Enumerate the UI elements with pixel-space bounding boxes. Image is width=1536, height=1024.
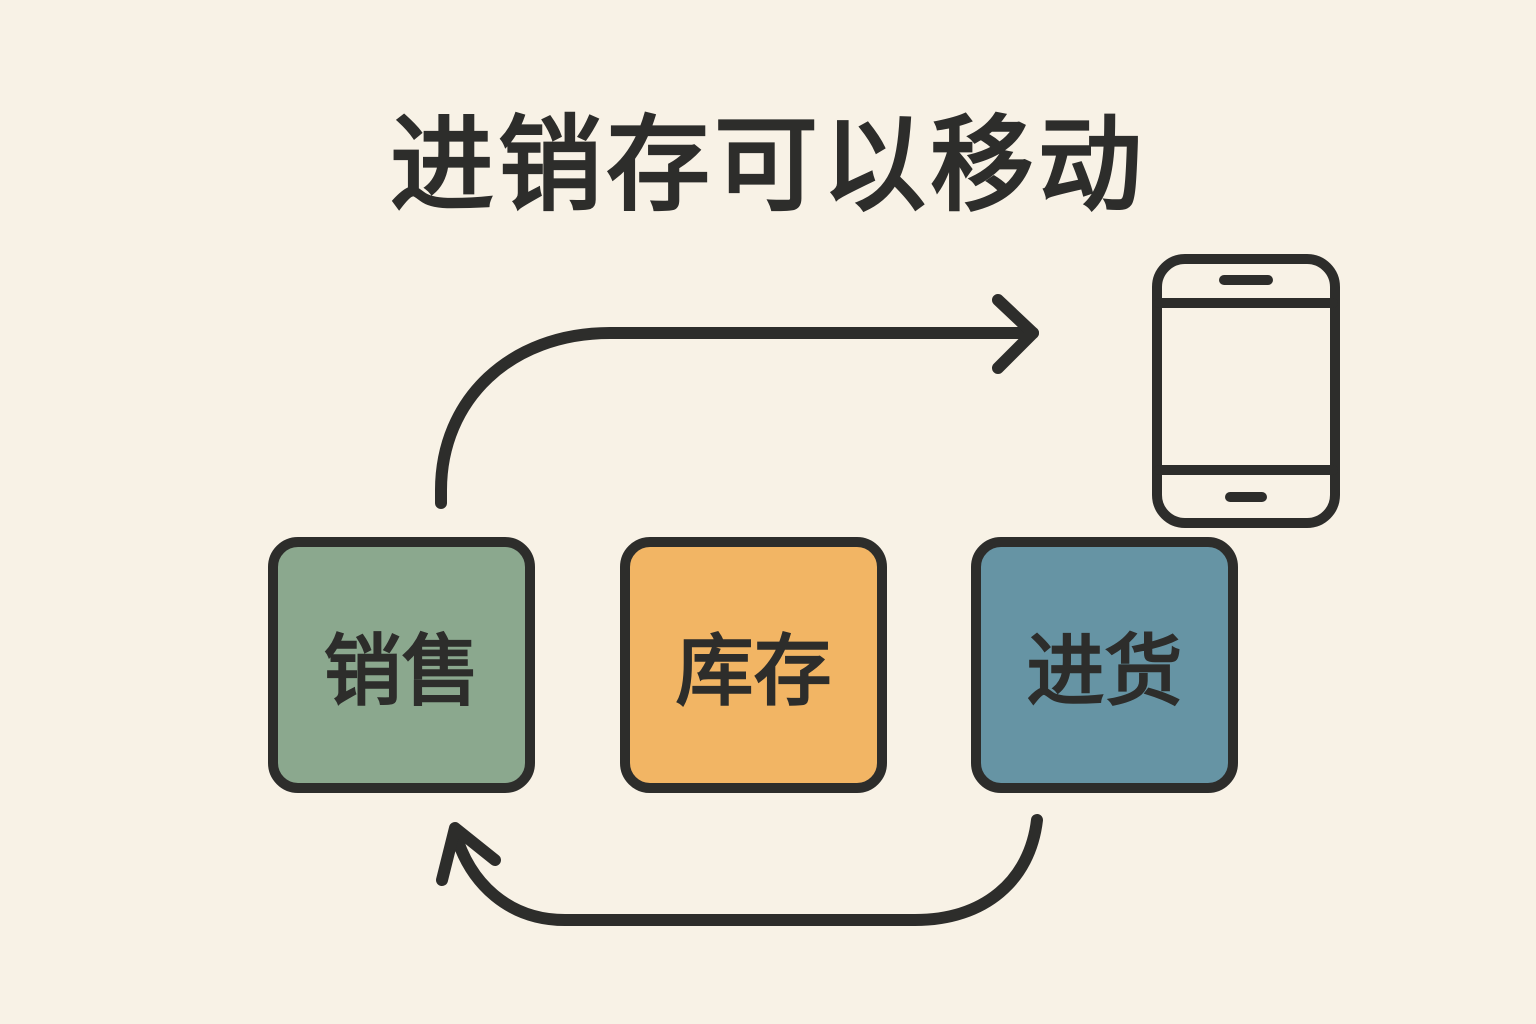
bottom-flow-arrow (449, 814, 1043, 926)
purchase-box: 进货 (971, 537, 1238, 793)
purchase-label: 进货 (1026, 627, 1183, 717)
inventory-box: 库存 (620, 537, 887, 793)
sales-label: 销售 (323, 627, 480, 717)
top-flow-arrow (435, 327, 1039, 509)
mobile-phone-icon (1152, 254, 1340, 528)
top-arrowhead (992, 294, 1039, 374)
sales-box: 销售 (268, 537, 535, 793)
inventory-label: 库存 (675, 627, 832, 717)
bottom-arrowhead (436, 822, 501, 886)
page-title: 进销存可以移动 (389, 104, 1146, 226)
